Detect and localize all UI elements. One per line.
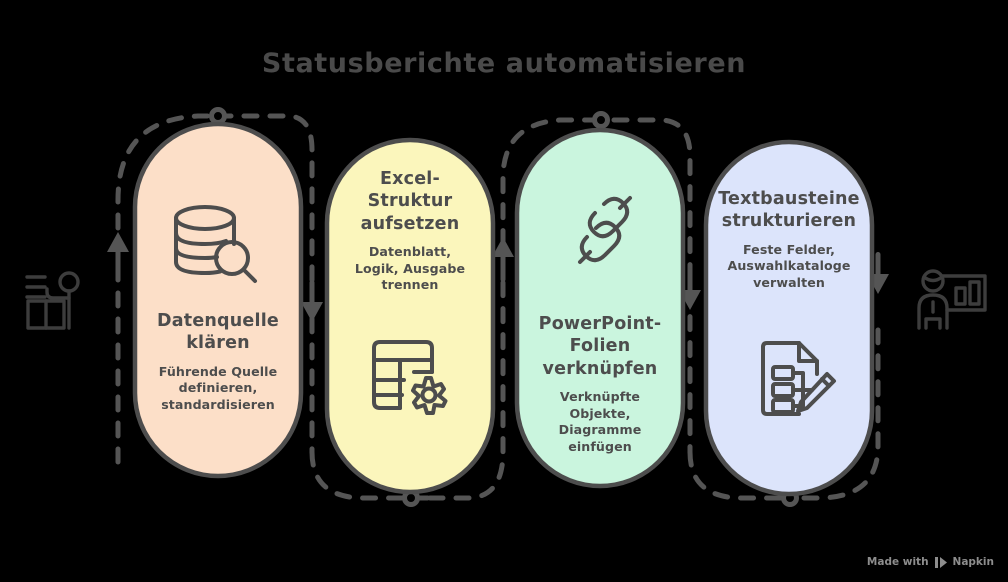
card-shape-excel-struktur[interactable]	[324, 137, 496, 495]
flow-segment-1	[115, 113, 221, 465]
card-text-datenquelle: Datenquelle klären Führende Quelle defin…	[135, 310, 301, 414]
card-heading-datenquelle: Datenquelle klären	[157, 311, 279, 354]
person-at-desk-icon	[22, 268, 96, 336]
card-heading-excel-struktur: Excel- Struktur aufsetzen	[360, 169, 460, 234]
napkin-play-icon	[934, 556, 948, 568]
card-shape-powerpoint-folien[interactable]	[514, 127, 686, 489]
card-text-textbausteine: Textbausteine strukturieren Feste Felder…	[700, 188, 878, 292]
spreadsheet-gear-icon	[370, 338, 452, 422]
watermark-prefix: Made with	[866, 556, 929, 568]
page-title: Statusberichte automatisieren	[261, 48, 747, 79]
watermark: Made with Napkin	[867, 556, 994, 568]
card-heading-powerpoint-folien: PowerPoint- Folien verknüpfen	[538, 314, 662, 379]
database-search-icon	[170, 200, 266, 290]
document-edit-icon	[755, 340, 837, 424]
card-subtitle-textbausteine: Feste Felder, Auswahlkataloge verwalten	[727, 241, 851, 290]
flow-segment-6	[687, 449, 781, 501]
card-subtitle-datenquelle: Führende Quelle definieren, standardisie…	[158, 363, 278, 412]
flow-segment-2	[215, 113, 315, 455]
flow-arrow-up-2	[492, 237, 514, 282]
flow-segment-7	[775, 327, 881, 501]
flow-arrow-down-1	[301, 280, 323, 322]
card-shape-datenquelle[interactable]	[132, 121, 304, 479]
card-text-powerpoint-folien: PowerPoint- Folien verknüpfen Verknüpfte…	[517, 313, 683, 456]
card-subtitle-powerpoint-folien: Verknüpfte Objekte, Diagramme einfügen	[558, 389, 642, 454]
flow-arrow-up-1	[107, 232, 129, 277]
card-subtitle-excel-struktur: Datenblatt, Logik, Ausgabe trennen	[354, 244, 466, 293]
card-shape-textbausteine[interactable]	[703, 139, 875, 497]
flow-node-card-3	[592, 111, 610, 129]
flow-arrowheads	[107, 232, 889, 322]
flow-segment-3	[309, 449, 433, 501]
flow-segment-4	[427, 117, 591, 501]
watermark-brand: Napkin	[952, 556, 994, 568]
chain-link-icon	[560, 190, 640, 274]
card-text-excel-struktur: Excel- Struktur aufsetzen Datenblatt, Lo…	[327, 168, 493, 294]
person-with-chart-board-icon	[913, 268, 991, 336]
card-heading-textbausteine: Textbausteine strukturieren	[718, 189, 860, 232]
